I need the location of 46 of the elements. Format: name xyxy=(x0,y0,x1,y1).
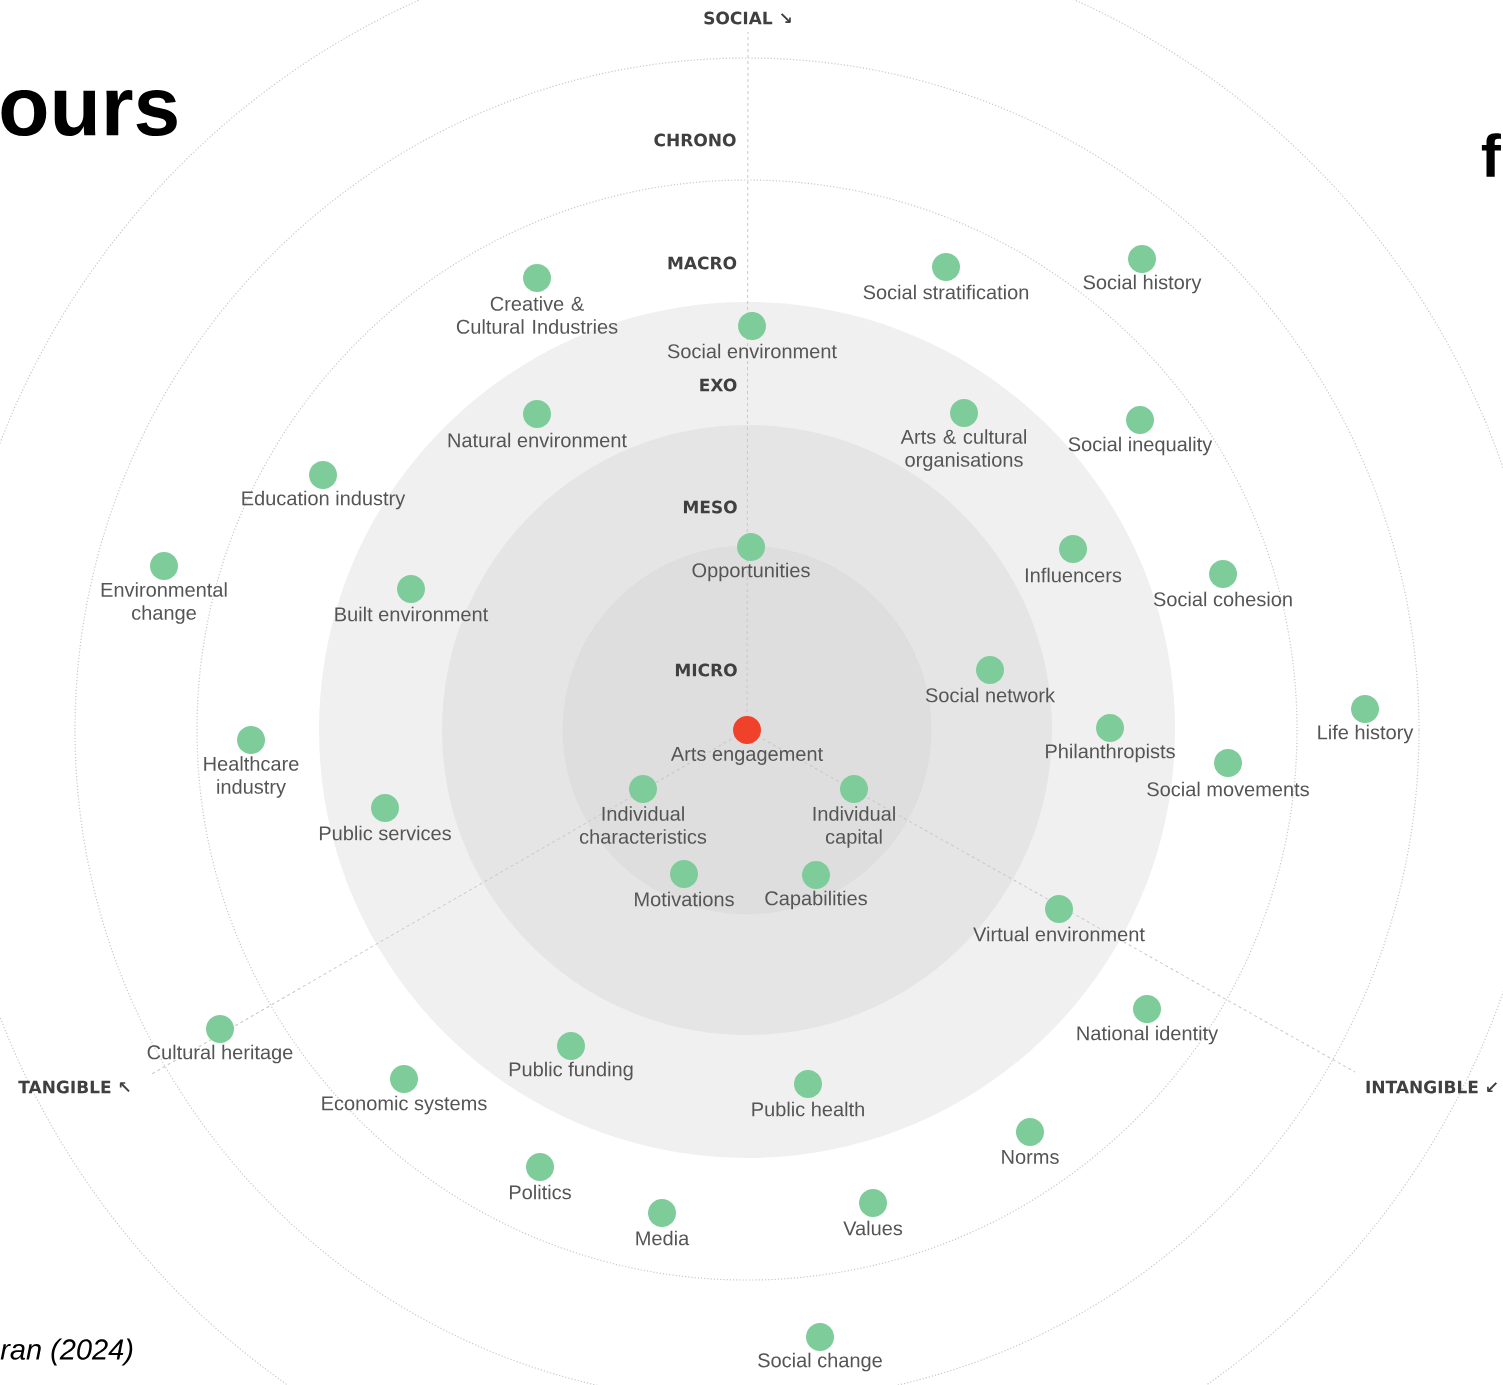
node-label: Social movements xyxy=(1147,781,1309,797)
node-label: Influencers xyxy=(1025,567,1122,583)
node-label: Social history xyxy=(1083,274,1202,294)
node-label: Social stratification xyxy=(863,284,1029,300)
node-label: Norms xyxy=(1002,1150,1059,1164)
node-label: Politics xyxy=(509,1184,571,1200)
node-label: Healthcare industry xyxy=(204,756,299,798)
node-label: Cultural heritage xyxy=(147,1044,293,1064)
node-label: Social network xyxy=(925,687,1056,703)
node-label: Public funding xyxy=(509,1061,633,1081)
node-label: Individual characteristics xyxy=(579,806,707,844)
node-label: Social change xyxy=(758,1352,882,1372)
node-label: Values xyxy=(843,1220,903,1236)
ring-label: MICRO xyxy=(675,663,737,677)
node-label: Opportunities xyxy=(692,562,810,582)
node-label: Creative & Cultural Industries xyxy=(456,296,618,334)
ring-label: MACRO xyxy=(668,256,737,270)
node-label: National identity xyxy=(1077,1025,1219,1045)
node-label: Individual capital xyxy=(813,806,895,848)
node-label: Economic systems xyxy=(322,1095,487,1115)
title: ours xyxy=(1,89,177,137)
node-label: Arts & cultural organisations xyxy=(900,429,1027,471)
axis-label: SOCIAL ↘ xyxy=(704,11,791,25)
node-label: Motivations xyxy=(635,891,734,907)
node-label: Life history xyxy=(1318,724,1414,744)
caption: ran (2024) xyxy=(0,1338,133,1366)
axis-label: INTANGIBLE ↙ xyxy=(1366,1080,1497,1094)
node-label: Environmental change xyxy=(101,582,227,624)
node-label: Social environment xyxy=(667,343,837,359)
node-label: Philanthropists xyxy=(1046,743,1175,763)
node-label: Social inequality xyxy=(1068,436,1213,456)
node-label: Capabilities xyxy=(765,890,867,910)
cut-off-letter: f xyxy=(1481,133,1501,177)
node-label: Public health xyxy=(752,1101,864,1117)
node-label: Education industry xyxy=(242,490,406,510)
ring-label: EXO xyxy=(700,378,737,392)
node-label: Public services xyxy=(319,825,451,841)
node-label: Social cohesion xyxy=(1153,591,1292,607)
node-label: Arts engagement xyxy=(670,747,823,765)
node-label: Natural environment xyxy=(448,432,627,448)
node-label: Media xyxy=(636,1230,690,1246)
ring-label: MESO xyxy=(683,500,737,514)
axis-label: TANGIBLE ↖ xyxy=(18,1080,130,1094)
ring-label: CHRONO xyxy=(654,133,736,147)
node-label: Virtual environment xyxy=(973,926,1145,942)
node-label: Built environment xyxy=(335,606,489,622)
